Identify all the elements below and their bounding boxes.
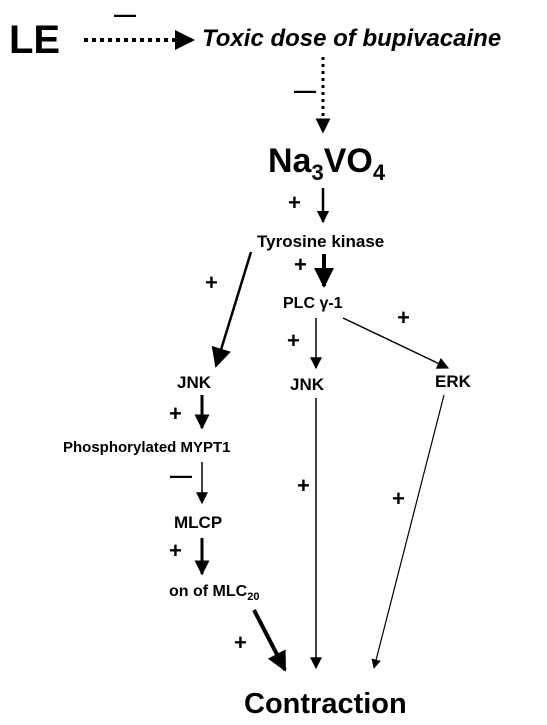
mlc20-prefix: on of MLC [169,583,248,600]
na3vo4-base: Na [268,142,312,180]
arrow-plc-to-erk [342,317,450,369]
node-mlc20: on of MLC20 [169,584,259,603]
node-na3vo4: Na3VO4 [268,144,385,184]
node-toxic-dose: Toxic dose of bupivacaine [202,25,502,52]
node-phosphorylated-mypt1: Phosphorylated MYPT1 [63,439,231,456]
sign-jnk-middle-to-contraction: + [297,473,310,498]
sign-plc-to-jnk-middle: + [287,328,300,353]
node-contraction: Contraction [244,688,407,720]
sign-jnk-left-to-mypt1: + [169,401,182,426]
sign-mlc20-to-contraction: + [234,630,247,655]
na3vo4-mid: VO [323,142,373,180]
mlc20-subscript: 20 [247,591,260,604]
node-plc-gamma-1: PLC γ-1 [283,295,343,312]
sign-plc-to-erk: + [397,305,410,330]
node-tyrosine-kinase: Tyrosine kinase [257,232,385,251]
sign-tyrosine-kinase-to-jnk-left: + [205,270,218,295]
arrow-erk-to-contraction [371,394,445,669]
sign-erk-to-contraction: + [392,486,405,511]
node-erk: ERK [435,372,471,391]
arrow-mlc20-to-contraction [252,609,287,672]
sign-toxic-to-na3vo4: — [294,78,316,103]
node-le: LE [9,18,61,62]
na3vo4-subscript-3: 3 [311,159,324,185]
node-mlcp: MLCP [174,513,223,532]
node-jnk-left: JNK [177,373,212,392]
na3vo4-subscript-4: 4 [372,159,386,185]
arrow-tyrosine-kinase-to-jnk-left [211,251,253,368]
sign-le-to-toxic: — [114,2,136,27]
sign-mypt1-to-mlcp: — [170,463,192,488]
sign-tyrosine-kinase-to-plc: + [294,252,307,277]
sign-mlcp-to-mlc20: + [169,538,182,563]
sign-na3vo4-to-tyrosine-kinase: + [288,190,301,215]
node-jnk-middle: JNK [290,375,325,394]
